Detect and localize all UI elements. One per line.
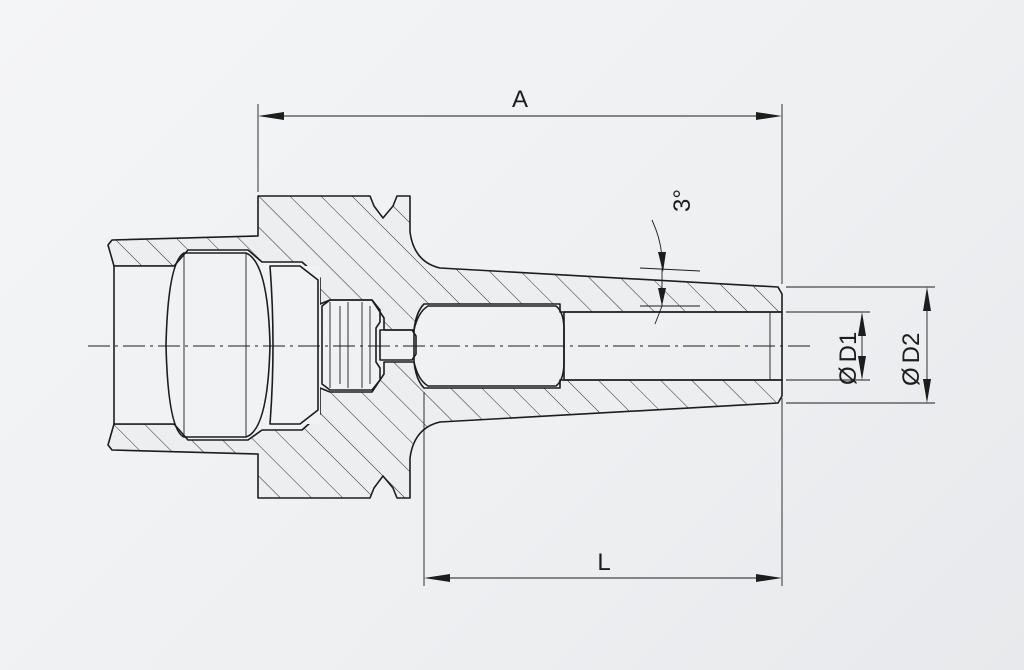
label-l: L [597, 549, 610, 576]
nut-rim [269, 265, 319, 425]
coolant-neck [379, 329, 417, 361]
label-d2: ØD2 [898, 333, 925, 386]
dimension-d1: ØD1 [835, 312, 866, 385]
section-upper [107, 195, 783, 331]
dimension-d2: ØD2 [898, 287, 931, 403]
label-d1: ØD1 [835, 332, 862, 385]
backup-screw [321, 299, 381, 391]
dimension-a: A [258, 86, 782, 120]
taper-angle-annotation: 3° [639, 189, 701, 325]
dimension-l: L [424, 549, 782, 582]
label-taper: 3° [669, 189, 696, 212]
label-a: A [512, 86, 528, 113]
section-lower [107, 361, 783, 499]
collet-bore [114, 266, 320, 424]
